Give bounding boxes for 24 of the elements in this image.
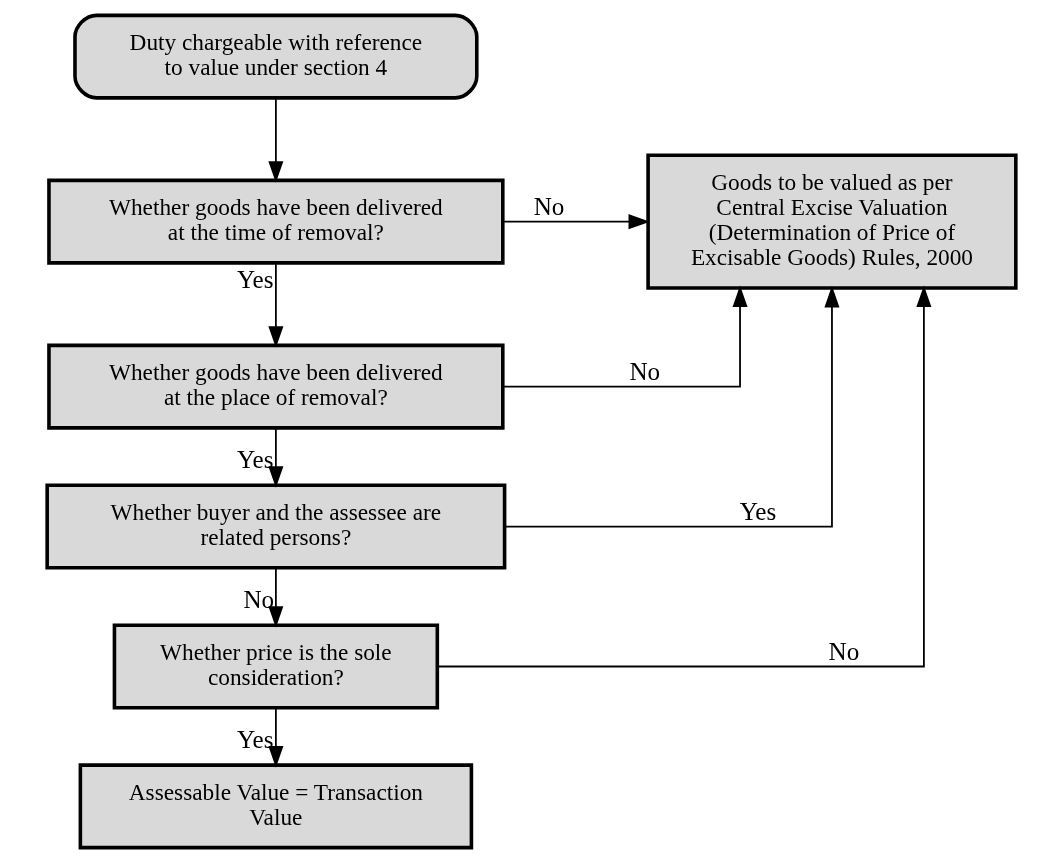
arrow — [504, 285, 840, 528]
edge-label: Yes — [236, 725, 274, 753]
arrow — [502, 285, 748, 388]
arrow — [268, 567, 284, 628]
node-box: Whether price is the sole consideration? — [112, 623, 440, 710]
arrow — [501, 214, 651, 230]
edge-label: No — [828, 637, 860, 665]
node-box: Duty chargeable with reference to value under section 4 — [73, 13, 479, 100]
arrow — [268, 97, 284, 183]
edge-label: No — [629, 357, 661, 385]
arrow — [268, 707, 284, 768]
arrow — [268, 262, 284, 348]
edge-label: Yes — [739, 497, 777, 525]
node-box: Goods to be valued as per Central Excise Valuation (Determination of Price of Excisable Goods) Rules, 2000 — [646, 153, 1018, 290]
edge-label: Yes — [236, 445, 274, 473]
arrow — [436, 285, 932, 668]
edge-label: Yes — [236, 266, 274, 294]
node-box: Whether buyer and the assessee are related persons? — [45, 483, 507, 570]
node-box: Whether goods have been delivered at the place of removal? — [47, 343, 505, 430]
edge-label: No — [533, 192, 565, 220]
edge-label: No — [243, 585, 275, 613]
node-box: Assessable Value = Transaction Value — [78, 763, 474, 850]
arrow — [268, 427, 284, 488]
node-box: Whether goods have been delivered at the time of removal? — [47, 178, 505, 265]
